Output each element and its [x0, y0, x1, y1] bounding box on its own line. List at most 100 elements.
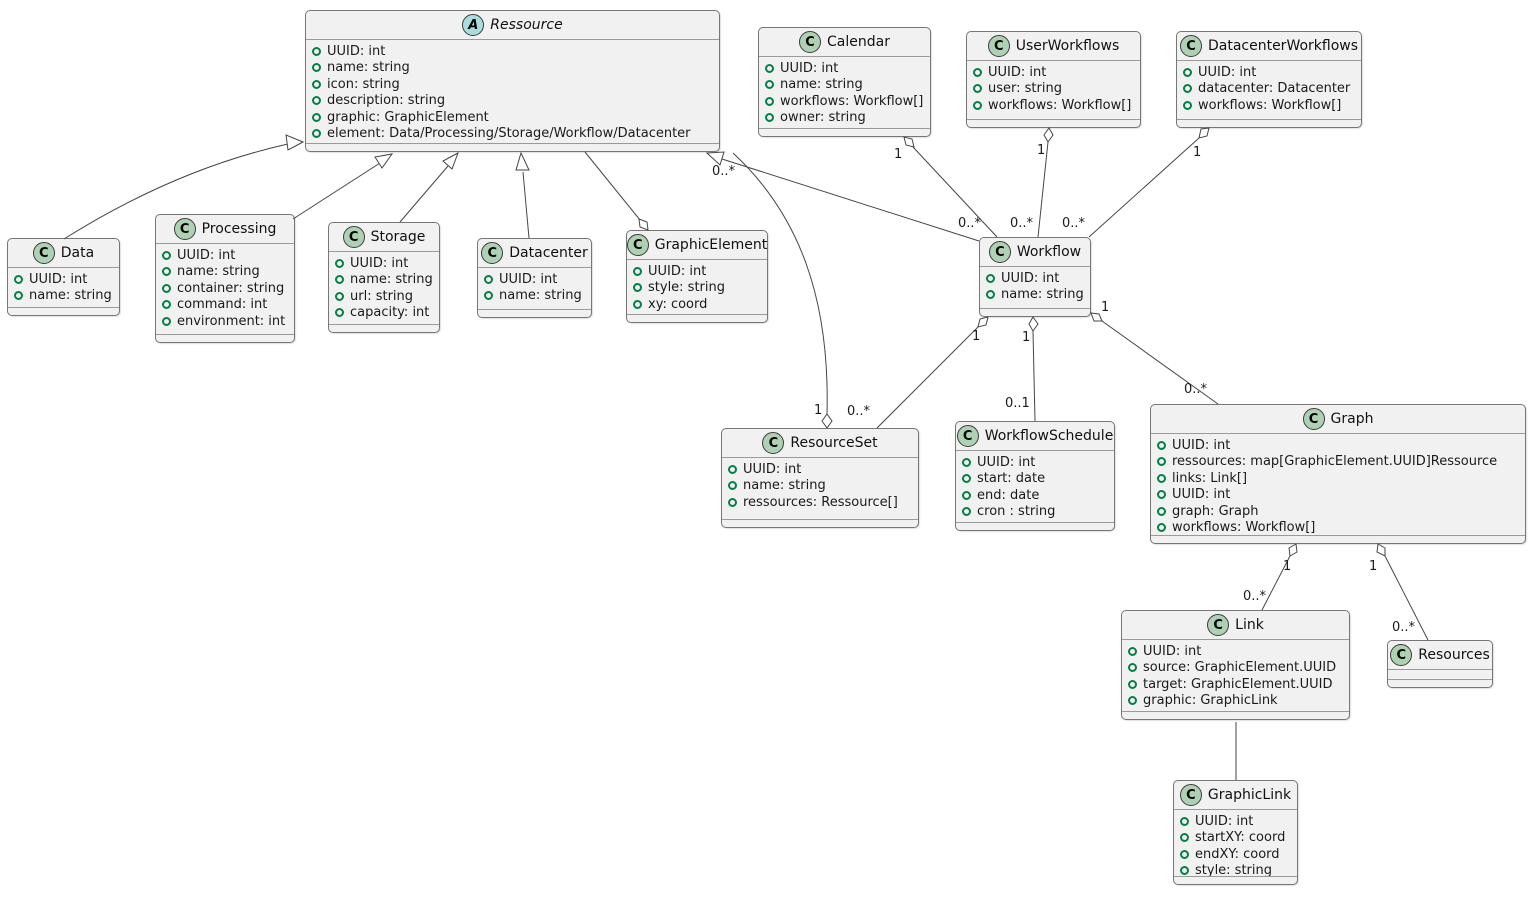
field-visibility-icon: [962, 474, 971, 484]
field-visibility-icon: [312, 46, 321, 56]
class-attribute: name: string: [335, 272, 433, 289]
field-visibility-icon: [312, 129, 321, 139]
class-attribute: workflows: Workflow[]: [1183, 97, 1353, 114]
attribute-text: links: Link[]: [1172, 470, 1248, 486]
field-visibility-icon: [973, 84, 982, 94]
field-visibility-icon: [1157, 440, 1166, 450]
class-attribute: UUID: int: [162, 247, 286, 264]
attribute-text: style: string: [648, 280, 726, 296]
methods-compartment: [1174, 877, 1297, 884]
field-visibility-icon: [765, 113, 774, 123]
class-stereotype-icon: C: [799, 31, 822, 53]
field-visibility-icon: [335, 291, 344, 301]
attribute-text: user: string: [988, 81, 1062, 97]
field-visibility-icon: [335, 275, 344, 285]
class-attribute: name: string: [765, 77, 922, 94]
methods-compartment: [478, 310, 591, 317]
diamond-marker-icon: [1028, 316, 1039, 332]
attribute-text: url: string: [350, 288, 414, 304]
class-attribute: workflows: Workflow[]: [765, 93, 923, 110]
attribute-text: command: int: [177, 297, 268, 313]
class-attribute: description: string: [312, 93, 711, 110]
field-visibility-icon: [312, 63, 321, 73]
class-name: Link: [1235, 617, 1264, 633]
multiplicity-label: 0..*: [712, 164, 736, 179]
field-visibility-icon: [765, 96, 774, 106]
field-visibility-icon: [162, 283, 171, 293]
class-attribute: UUID: int: [14, 271, 111, 288]
field-visibility-icon: [728, 481, 737, 491]
field-visibility-icon: [312, 112, 321, 122]
class-attribute: UUID: int: [335, 255, 431, 272]
multiplicity-label: 0..*: [1184, 382, 1208, 397]
field-visibility-icon: [986, 290, 995, 300]
class-attribute: datacenter: Datacenter: [1183, 81, 1353, 98]
class-attribute: url: string: [335, 288, 431, 305]
field-visibility-icon: [633, 283, 642, 293]
edge-processing-extends-ressource: [292, 162, 381, 220]
class-attribute: xy: coord: [633, 296, 759, 313]
class-attribute: UUID: int: [1128, 643, 1341, 660]
multiplicity-label: 1: [1022, 330, 1030, 345]
attribute-text: capacity: int: [350, 305, 430, 321]
class-attribute: name: string: [986, 287, 1084, 304]
class-attribute: capacity: int: [335, 305, 431, 322]
multiplicity-label: 1: [1369, 559, 1377, 574]
field-visibility-icon: [1180, 816, 1189, 826]
class-attribute: style: string: [1180, 863, 1289, 876]
attribute-text: UUID: int: [1172, 487, 1231, 503]
field-visibility-icon: [14, 291, 23, 301]
field-visibility-icon: [1157, 473, 1166, 483]
attribute-text: endXY: coord: [1195, 846, 1280, 862]
field-visibility-icon: [484, 274, 493, 284]
multiplicity-label: 1: [1101, 300, 1109, 315]
multiplicity-label: 1: [894, 147, 902, 162]
attribute-text: UUID: int: [499, 271, 558, 287]
edge-graph-link-aggregation: [1261, 555, 1291, 611]
field-visibility-icon: [1180, 833, 1189, 843]
attribute-text: name: string: [177, 264, 260, 280]
class-attribute: name: string: [312, 60, 711, 77]
field-visibility-icon: [312, 79, 321, 89]
attribute-text: UUID: int: [1143, 643, 1202, 659]
triangle-marker-icon: [285, 134, 305, 151]
attribute-text: name: string: [780, 77, 863, 93]
class-attribute: element: Data/Processing/Storage/Workflo…: [312, 126, 711, 143]
class-stereotype-icon: C: [762, 432, 785, 454]
attribute-text: UUID: int: [743, 461, 802, 477]
class-attribute: user: string: [973, 81, 1132, 98]
field-visibility-icon: [1183, 100, 1192, 110]
methods-compartment: [1177, 120, 1361, 127]
diamond-marker-icon: [1376, 543, 1386, 557]
methods-compartment: [8, 308, 119, 315]
diamond-marker-icon: [638, 218, 649, 231]
diamond-marker-icon: [1090, 312, 1103, 322]
class-attribute: graphic: GraphicLink: [1128, 693, 1341, 710]
class-stereotype-icon: C: [32, 242, 55, 264]
attribute-text: graph: Graph: [1172, 503, 1259, 519]
field-visibility-icon: [1128, 663, 1137, 673]
field-visibility-icon: [962, 507, 971, 517]
class-attribute: name: string: [14, 288, 112, 305]
diamond-marker-icon: [1198, 127, 1210, 139]
triangle-marker-icon: [515, 151, 530, 171]
class-attribute: icon: string: [312, 76, 711, 93]
attribute-text: name: string: [350, 272, 433, 288]
attribute-text: container: string: [177, 280, 285, 296]
class-attribute: ressources: Ressource[]: [728, 494, 910, 511]
attribute-text: UUID: int: [988, 64, 1047, 80]
